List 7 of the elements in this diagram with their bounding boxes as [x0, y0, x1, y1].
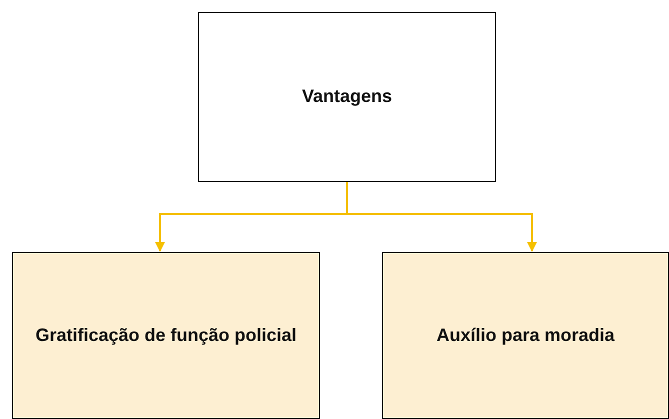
connector-arrow [346, 182, 537, 252]
box-label: Vantagens [302, 85, 392, 108]
branch-box [12, 252, 320, 419]
box-label: Gratificação de função policial [35, 324, 297, 347]
box-label: Auxílio para moradia [436, 324, 615, 347]
root-box [198, 12, 496, 182]
branch-box [382, 252, 669, 419]
